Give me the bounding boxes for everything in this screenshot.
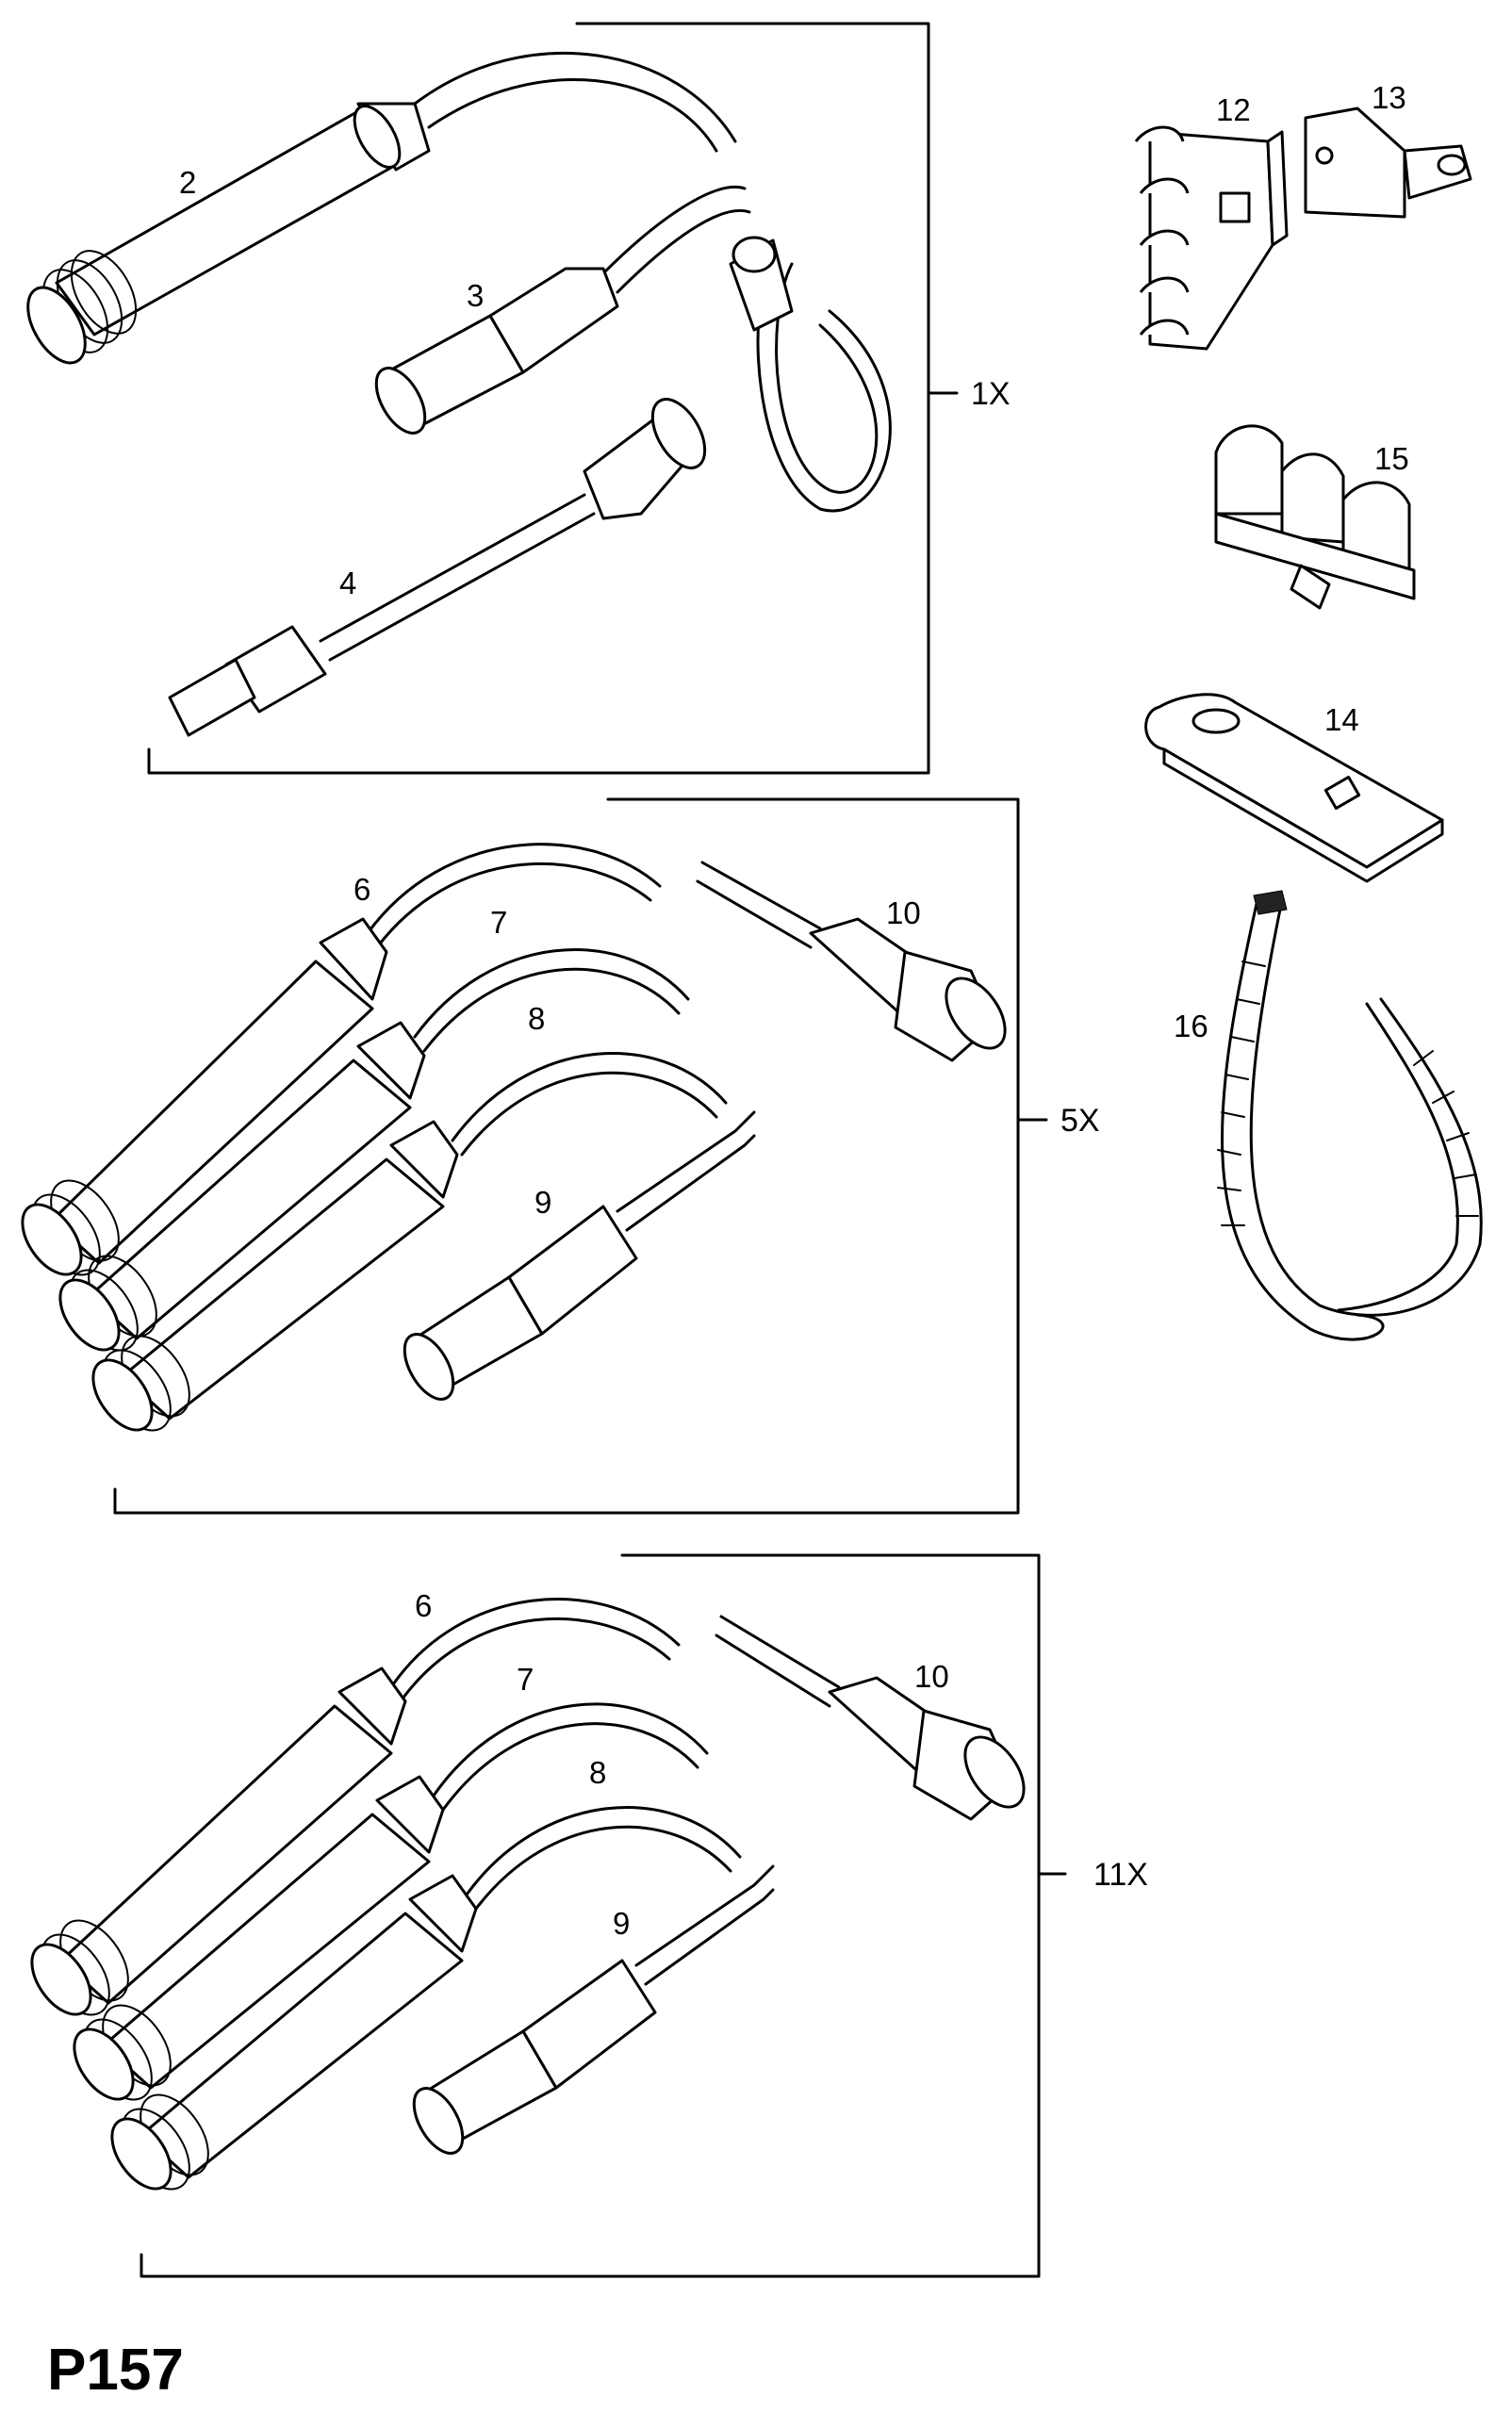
part-15-clip <box>1214 424 1416 610</box>
group-3: 11X 6 7 <box>30 1553 1148 2278</box>
callout-7-a: 7 <box>490 905 507 940</box>
part-6-ignition-lead <box>21 843 662 1276</box>
group-2-quantity: 5X <box>1060 1103 1100 1139</box>
callout-15: 15 <box>1374 441 1409 476</box>
part-7-ignition-lead-b <box>73 1702 709 2101</box>
part-10-ignition-lead <box>696 861 1007 1062</box>
group-3-quantity: 11X <box>1093 1857 1148 1893</box>
callout-6-a: 6 <box>353 872 370 907</box>
callout-9-b: 9 <box>613 1906 630 1941</box>
group-3-bracket <box>140 1553 1041 2278</box>
callout-8-a: 8 <box>528 1001 545 1036</box>
part-16-cable-tie <box>1217 890 1483 1341</box>
callout-10-b: 10 <box>914 1659 949 1694</box>
callout-4: 4 <box>339 566 356 600</box>
callout-3: 3 <box>467 278 484 313</box>
part-7-ignition-lead <box>58 948 690 1352</box>
part-12-lead-separator <box>1134 125 1289 351</box>
callout-9-a: 9 <box>534 1185 551 1220</box>
callout-6-b: 6 <box>415 1588 432 1623</box>
callout-16: 16 <box>1174 1009 1208 1043</box>
page-code: P157 <box>47 2338 184 2403</box>
part-8-ignition-lead <box>91 1052 728 1432</box>
callout-14: 14 <box>1324 702 1359 737</box>
part-4-ignition-lead <box>168 236 892 737</box>
part-9-ignition-lead <box>403 1110 756 1401</box>
group-1: 1X 2 3 <box>26 22 1011 775</box>
callout-13: 13 <box>1372 80 1406 115</box>
part-14-plate <box>1144 693 1444 883</box>
part-3-ignition-lead <box>374 186 751 435</box>
part-13-bracket <box>1304 107 1472 219</box>
callout-7-b: 7 <box>517 1662 534 1697</box>
part-9-ignition-lead-b <box>412 1864 775 2155</box>
group-1-quantity: 1X <box>971 376 1011 412</box>
part-2-ignition-lead <box>26 51 737 365</box>
group-2: 5X 6 7 <box>21 797 1100 1515</box>
group-1-bracket <box>147 22 930 775</box>
part-6-ignition-lead-b <box>30 1598 681 2016</box>
part-8-ignition-lead-b <box>110 1806 742 2191</box>
callout-8-b: 8 <box>589 1755 606 1790</box>
callout-2: 2 <box>179 165 196 200</box>
part-10-ignition-lead-b <box>715 1615 1026 1821</box>
callout-12: 12 <box>1216 92 1251 127</box>
group-2-bracket <box>113 797 1020 1515</box>
callout-10-a: 10 <box>886 895 921 930</box>
